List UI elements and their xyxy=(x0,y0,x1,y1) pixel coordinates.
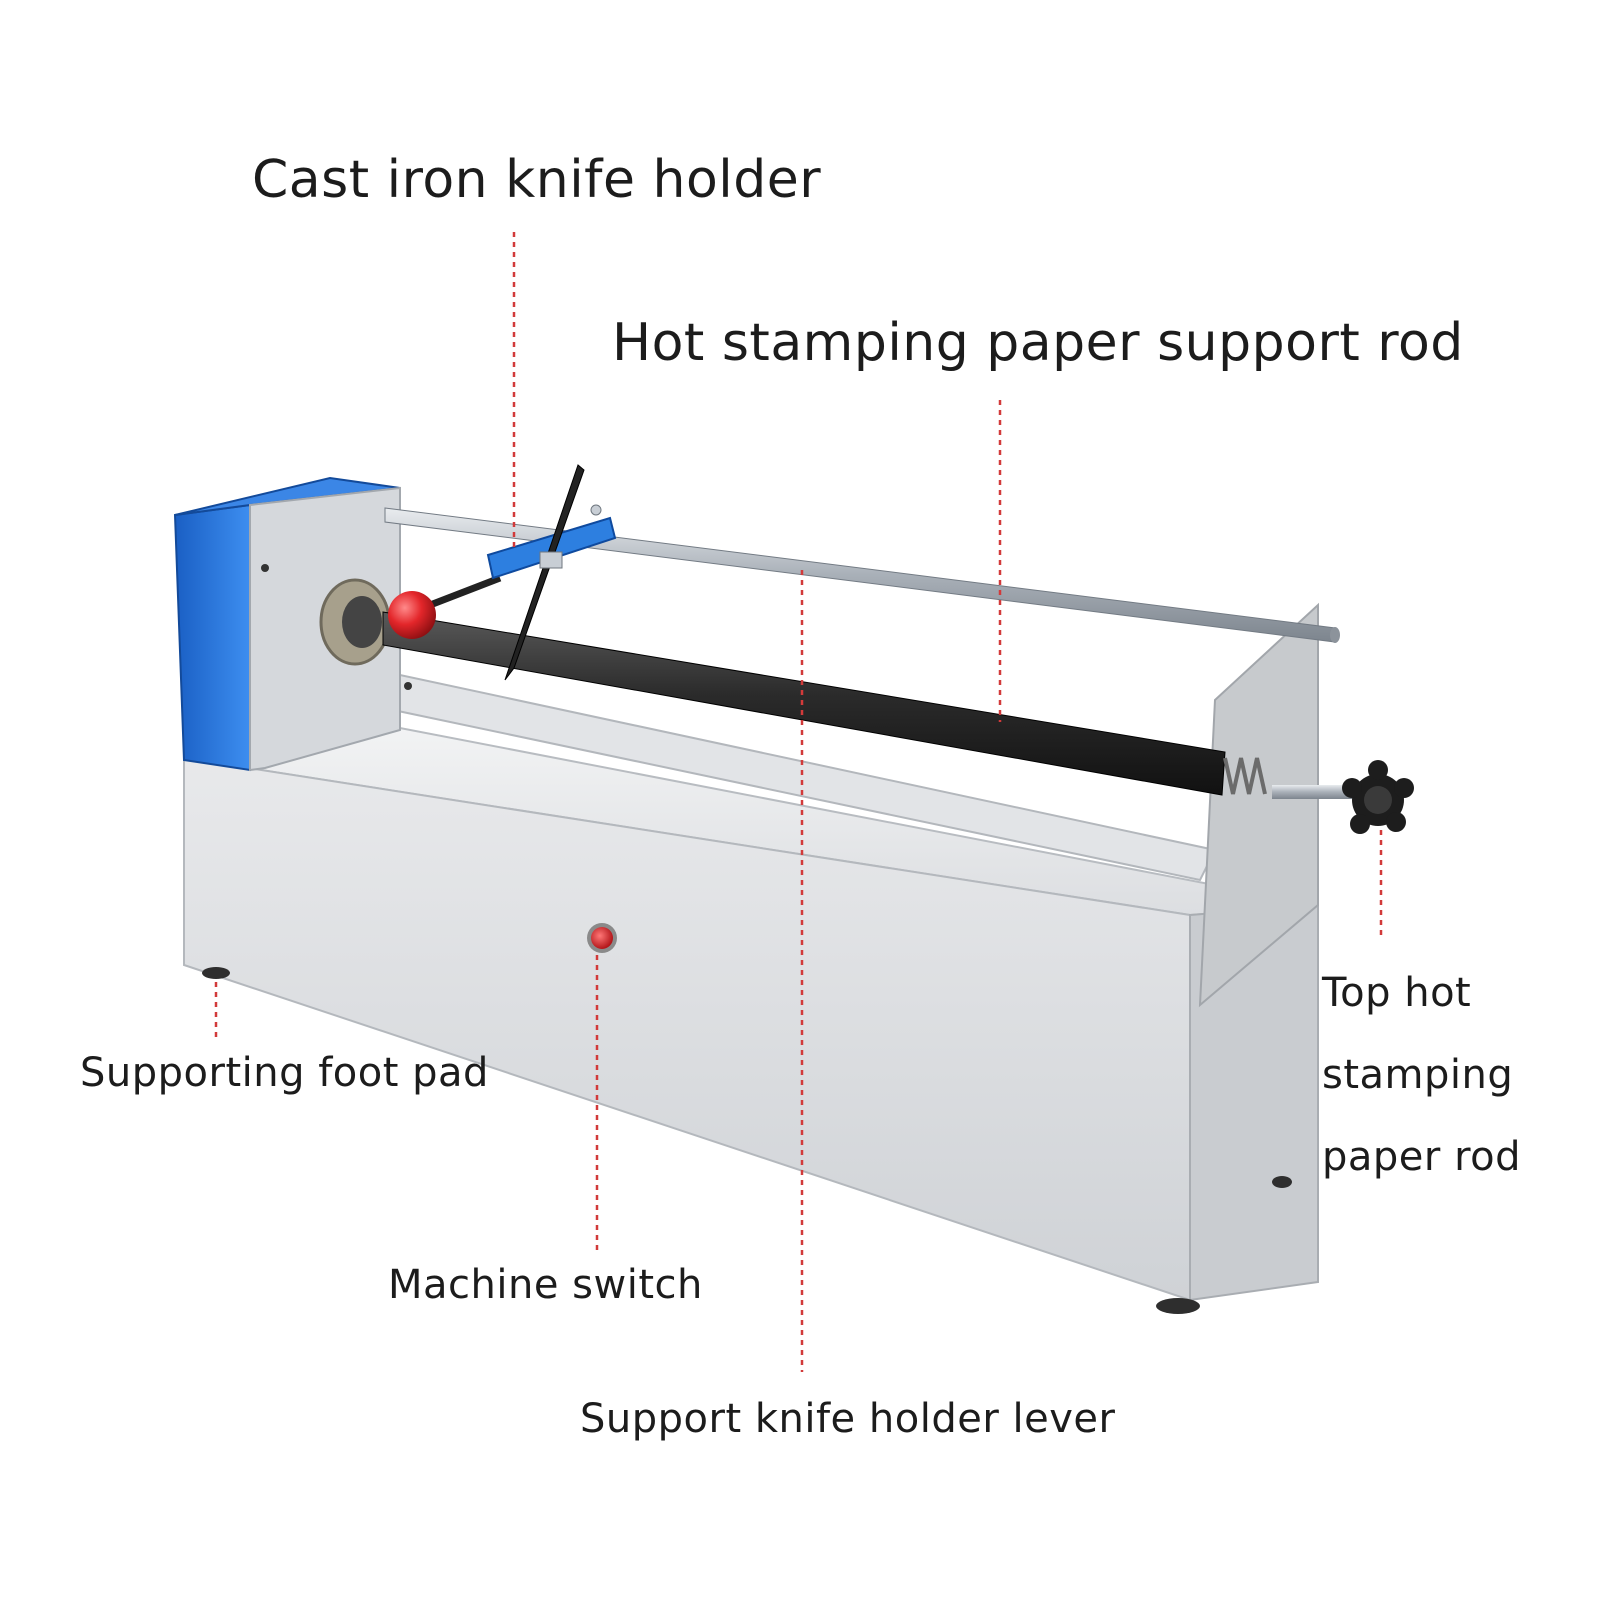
cutting-blade xyxy=(504,464,585,681)
foot-pad xyxy=(202,967,230,979)
foot-pad xyxy=(1272,1176,1292,1188)
machine-switch xyxy=(587,923,617,953)
label-hot-stamping-paper-support-rod: Hot stamping paper support rod xyxy=(612,313,1464,373)
motor-housing xyxy=(173,476,412,772)
blade-clamp xyxy=(539,551,563,569)
cast-iron-knife-holder xyxy=(410,464,617,681)
supporting-foot-pads xyxy=(202,967,1292,1314)
screw-icon xyxy=(404,682,412,690)
leader-lines xyxy=(214,232,1383,1372)
label-top-rod-line-3: paper rod xyxy=(1322,1134,1521,1180)
machine-body xyxy=(183,673,1319,1302)
black-roller xyxy=(382,611,1226,796)
roller-spring xyxy=(1223,757,1267,795)
chuck-hub xyxy=(342,596,382,648)
label-top-rod-line-2: stamping xyxy=(1322,1052,1514,1098)
label-support-knife-holder-lever: Support knife holder lever xyxy=(580,1396,1116,1442)
thumb-screw-icon xyxy=(590,504,602,516)
screw-icon xyxy=(261,564,269,572)
label-supporting-foot-pad: Supporting foot pad xyxy=(80,1050,489,1096)
label-top-rod-line-1: Top hot xyxy=(1322,970,1472,1016)
foot-pad xyxy=(1156,1298,1200,1314)
housing-blue-side xyxy=(173,503,251,772)
red-ball-knob-icon xyxy=(388,591,436,639)
label-machine-switch: Machine switch xyxy=(388,1262,703,1308)
rod-end-cap xyxy=(1330,627,1340,643)
top-hot-stamping-paper-rod xyxy=(1272,785,1352,799)
right-end-plate xyxy=(1198,602,1319,1008)
star-knob-icon xyxy=(1342,760,1414,834)
label-cast-iron-knife-holder: Cast iron knife holder xyxy=(252,150,822,210)
label-top-hot-stamping-paper-rod: Top hot stamping paper rod xyxy=(1322,952,1582,1198)
power-switch-icon xyxy=(591,927,613,949)
